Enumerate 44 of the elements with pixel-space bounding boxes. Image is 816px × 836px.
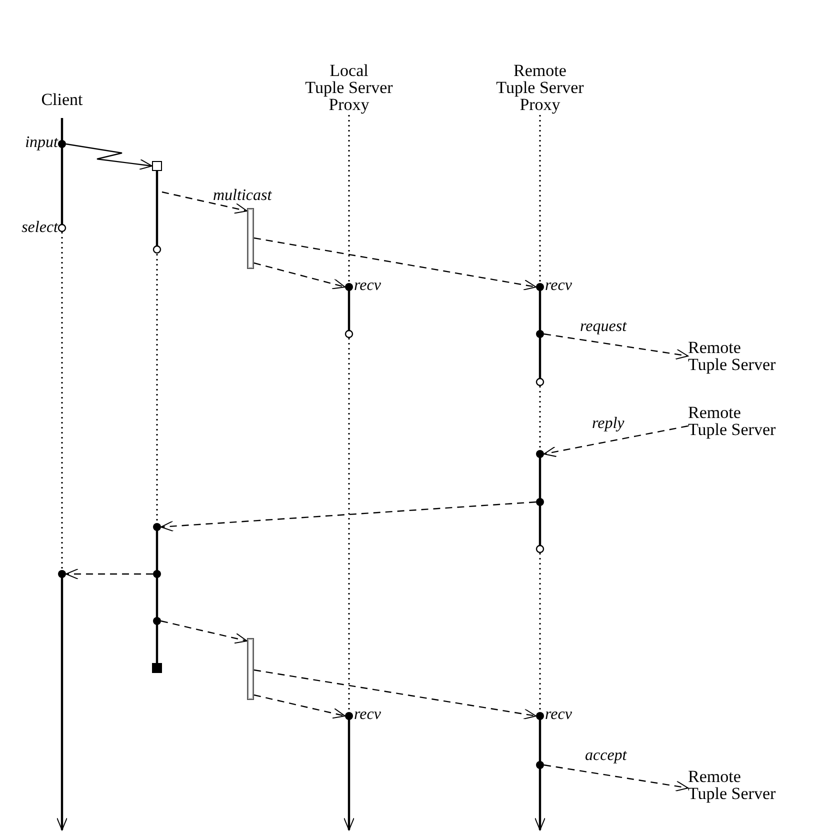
multicast-bar (247, 208, 254, 269)
event-label: select (22, 220, 58, 236)
event-dot (153, 617, 161, 625)
event-label: recv (545, 278, 572, 294)
event-dot (153, 523, 161, 531)
message-arrow (160, 501, 536, 532)
message-arrow (544, 333, 688, 360)
multicast-bar (247, 638, 254, 700)
event-dot (58, 140, 66, 148)
event-dot (536, 498, 544, 506)
participant-label: Remote Tuple Server (688, 768, 776, 802)
event-dot (536, 450, 544, 458)
message-arrow (162, 191, 248, 214)
message-label: request (580, 319, 627, 335)
message-arrow (544, 764, 688, 792)
event-label: input (25, 135, 58, 151)
message-arrow (160, 620, 248, 644)
event-dot (345, 712, 353, 720)
message-arrow (254, 669, 536, 720)
participant-label: Local Tuple Server Proxy (294, 62, 404, 113)
message-label: reply (592, 416, 624, 432)
participant-label: Remote Tuple Server Proxy (485, 62, 595, 113)
event-dot (153, 570, 161, 578)
message-label: multicast (213, 188, 272, 204)
event-dot (536, 330, 544, 338)
event-label: recv (354, 278, 381, 294)
process-start-drawing (152, 161, 162, 254)
event-label: recv (545, 707, 572, 723)
event-dot (58, 570, 66, 578)
event-dot (536, 712, 544, 720)
message-arrow (544, 425, 688, 458)
event-label: recv (354, 707, 381, 723)
event-dot (345, 283, 353, 291)
participant-label: Client (32, 91, 92, 108)
event-dot (536, 283, 544, 291)
participant-label: Remote Tuple Server (688, 339, 776, 373)
participant-label: Remote Tuple Server (688, 404, 776, 438)
message-arrow (66, 143, 152, 170)
message-label: accept (585, 748, 627, 764)
message-arrow (254, 237, 536, 290)
message-arrow (66, 568, 153, 580)
message-arrow (254, 694, 346, 719)
message-arrow (254, 262, 346, 290)
event-dot (536, 761, 544, 769)
